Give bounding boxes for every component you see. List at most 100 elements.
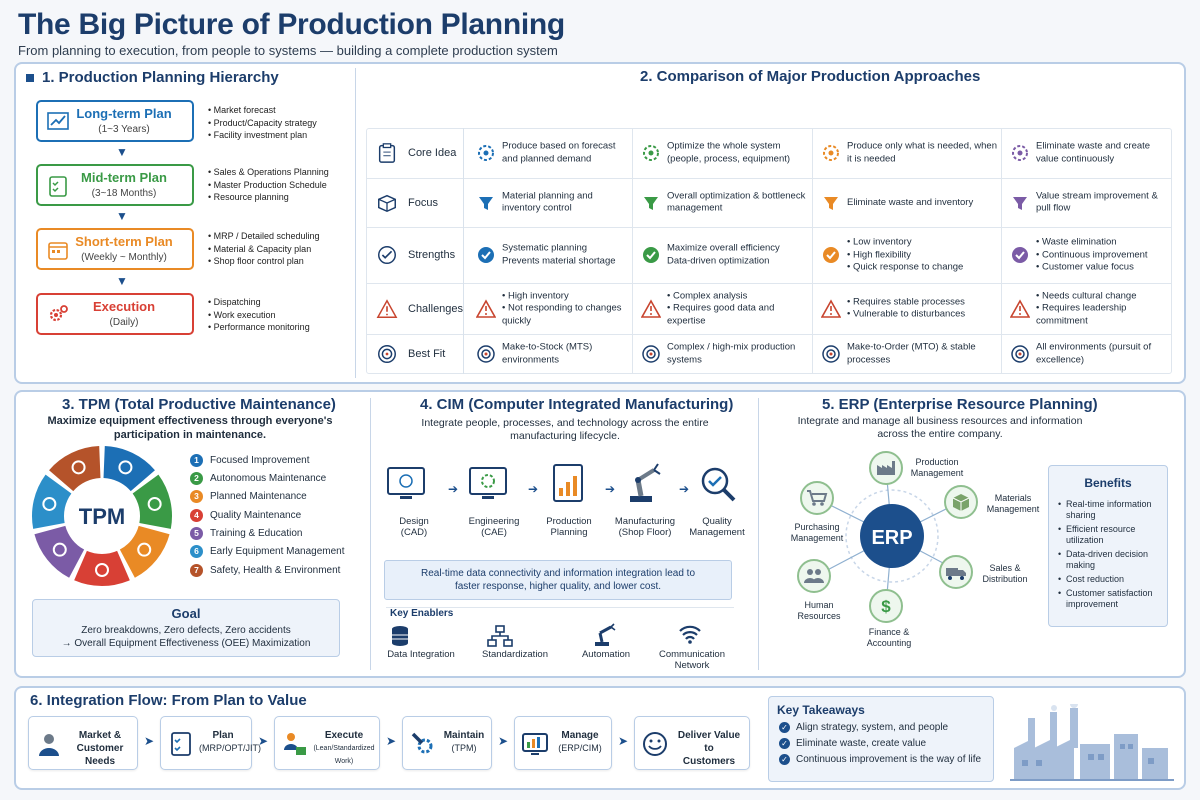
dashboard-icon [522,733,548,755]
node-l1: Human [804,600,834,610]
flow-step-maintain: Maintain(TPM) [402,716,492,770]
dollar-icon: $ [869,589,903,623]
pillar-label: Planned Maintenance [210,491,307,502]
cim-step-label: Design [399,516,429,527]
arrow-down-icon: ▼ [116,209,128,223]
row-label-text: Focus [408,196,438,209]
top-panel [14,62,1186,384]
enabler-label: Standardization [481,649,549,660]
flow-step-label: Plan [212,730,234,741]
level-name: Long-term Plan [76,106,172,121]
comparison-cell: Maximize overall efficiency Data-driven … [633,227,812,283]
strength-check-icon [1012,247,1028,263]
bullet: • Sales & Operations Planning [208,167,329,177]
idea-icon [823,145,839,161]
check-circle-icon [378,246,396,264]
level-bullets: • MRP / Detailed scheduling• Material & … [208,230,320,268]
cell-text: Maximize overall efficiency Data-driven … [667,242,780,267]
enabler-label: Data Integration [387,649,455,660]
flow-step-label: Market & Customer [76,730,124,754]
cell-text: Systematic planning Prevents material sh… [502,242,616,267]
pillar-label: Training & Education [210,528,303,539]
erp-center-label: ERP [871,527,912,549]
key-takeaways: Key Takeaways ✓Align strategy, system, a… [768,696,994,782]
tpm-hub [68,482,136,550]
target-icon [642,345,660,363]
takeaway-text: Eliminate waste, create value [796,738,927,750]
check-icon: ✓ [779,738,790,750]
comparison-cell: • Requires stable processes • Vulnerable… [813,283,1001,334]
flow-step-sub: Needs [84,756,115,767]
col-name: MRP [533,97,566,113]
cim-step: Engineering(CAE) [455,516,533,538]
level-bullets: • Dispatching• Work execution• Performan… [208,296,310,334]
idea-icon [1012,145,1028,161]
customer-icon [39,734,59,756]
row-label-strengths: Strengths [366,227,464,283]
cell-text: Material planning and inventory control [502,190,593,214]
panel-divider [370,398,371,670]
bullet: • Dispatching [208,297,261,307]
page-title: The Big Picture of Production Planning [18,8,565,41]
level-period: (3~18 Months) [91,188,157,199]
comparison-cell: Value stream improvement & pull flow [1002,178,1172,227]
takeaway-item: ✓ Eliminate waste, create value [779,738,993,749]
arrow-down-icon: ▼ [116,145,128,159]
erp-node-label: Sales &Distribution [962,563,1048,585]
people-icon [797,559,831,593]
square-bullet-icon [26,74,34,83]
warning-icon [376,298,398,318]
comparison-cell: Complex / high-mix production systems [633,334,812,374]
node-l1: Finance & [868,627,910,637]
col-header-mrp: MRP(Material Requirements Planning) [468,94,631,126]
tpm-segment [49,446,101,492]
comparison-cell: Produce only what is needed, when it is … [813,128,1001,178]
level-bullets: • Sales & Operations Planning • Master Pr… [208,166,329,204]
tpm-goal-box: Goal Zero breakdowns, Zero defects, Zero… [32,599,340,657]
row-label-text: Challenges [408,302,464,315]
tpm-segment [32,474,72,529]
factory-icon [869,451,903,485]
level-mid-term: Mid-term Plan (3~18 Months) [36,164,194,206]
comparison-cell: Systematic planning Prevents material sh… [468,227,632,283]
hierarchy-icon [487,625,513,647]
monitor-cad-icon [387,467,425,499]
challenge-warning-icon [1010,298,1030,318]
bullet: • Facility investment plan [208,130,308,140]
bullet: • Master Production Schedule [208,179,327,190]
col-name: JIT [896,97,917,113]
target-icon [822,345,840,363]
benefit-item: Data-driven decision making [1058,549,1167,571]
cim-subtitle: Integrate people, processes, and technol… [421,417,709,442]
challenge-warning-icon [476,298,496,318]
flow-step-execute: Execute(Lean/Standardized Work) [274,716,380,770]
cell-text: • Complex analysis • Requires good data … [667,289,775,326]
row-divider [366,178,1172,179]
col-name: OPT [707,97,737,113]
calendar-icon [48,242,68,260]
arrow-right-icon: ➔ [605,482,616,496]
tpm-segment [74,550,130,586]
cell-text: Complex / high-mix production systems [667,341,796,366]
divider [386,607,734,608]
col-divider [812,128,813,374]
database-icon [392,626,408,646]
col-divider [1001,128,1002,374]
checklist-icon [49,176,67,197]
pillar-number: 3 [190,490,203,503]
segment-icon [137,542,152,557]
comparison-cell: Eliminate waste and create value continu… [1002,128,1172,178]
cell-text: Make-to-Order (MTO) & stable processes [847,341,976,366]
pillar-label: Autonomous Maintenance [210,473,327,484]
segment-icon [71,460,86,475]
row-label-core-idea: Core Idea [366,128,464,178]
cim-step-sub: (CAD) [400,527,428,538]
node-l1: Production [915,457,959,467]
pillar-number: 7 [190,564,203,577]
flow-step-sub: (ERP/CIM) [558,743,602,753]
row-label-focus: Focus [366,178,464,227]
erp-title: 5. ERP (Enterprise Resource Planning) [822,396,1098,413]
erp-subtitle: Integrate and manage all business resour… [797,415,1083,440]
